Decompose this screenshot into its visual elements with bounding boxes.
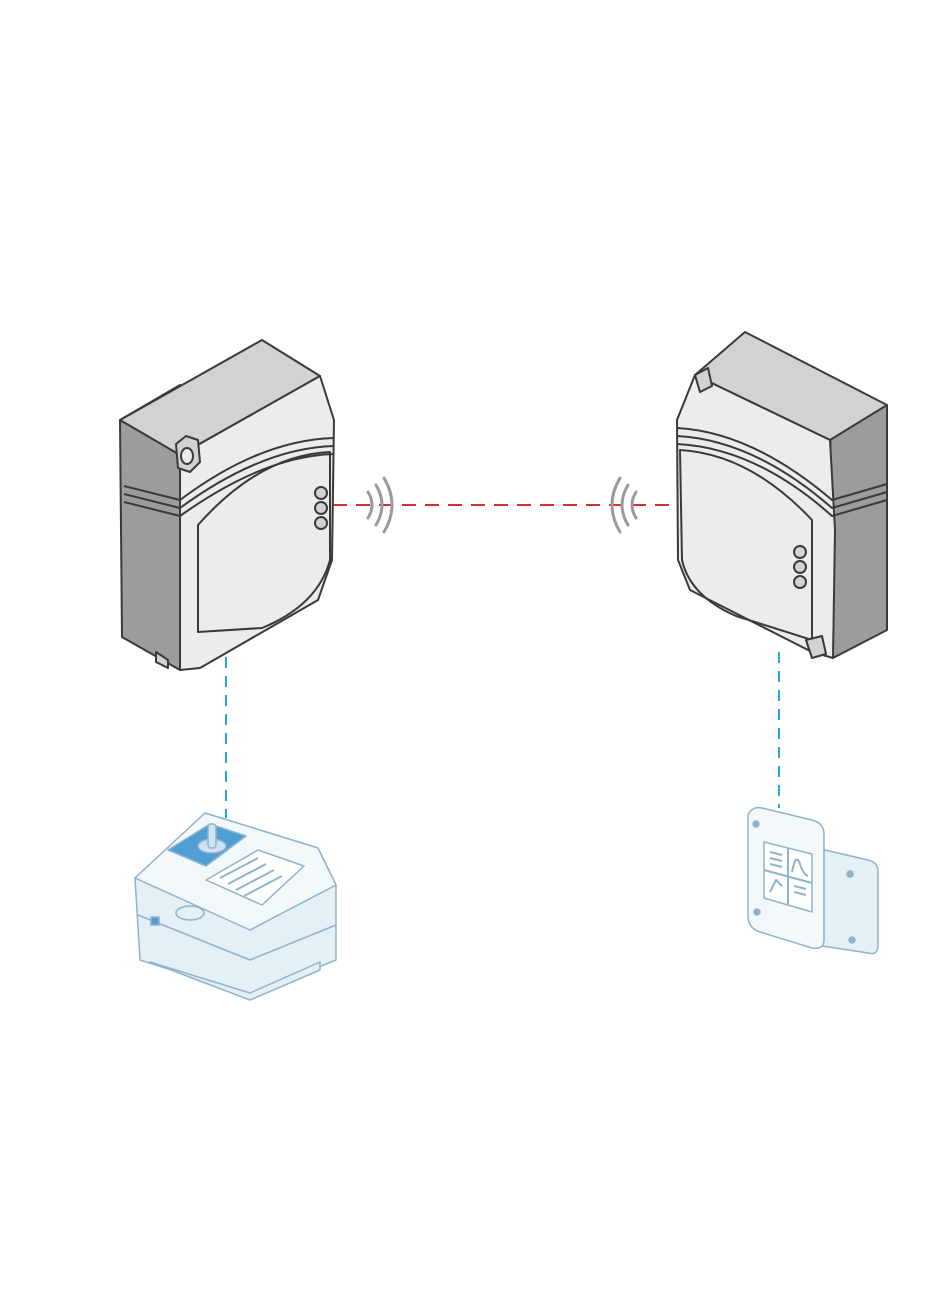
controller-display-icon xyxy=(748,808,878,954)
photometer-icon xyxy=(135,813,336,1000)
wireless-module-icon xyxy=(120,340,334,670)
wireless-module-icon xyxy=(677,332,887,658)
